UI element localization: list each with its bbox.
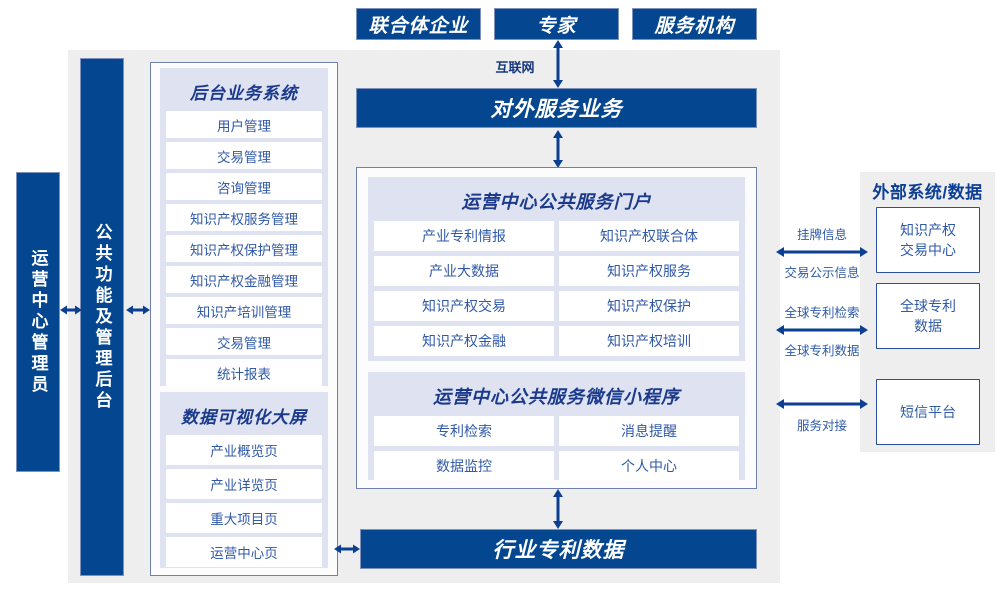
external-box-0-label: 知识产权 交易中心	[900, 221, 956, 258]
portal-item-2[interactable]: 产业大数据	[374, 256, 554, 286]
portal-item-1[interactable]: 知识产权联合体	[559, 221, 739, 251]
portal-item-0[interactable]: 产业专利情报	[374, 221, 554, 251]
miniprogram-group: 运营中心公共服务微信小程序 专利检索 消息提醒 数据监控 个人中心	[368, 372, 745, 481]
portal-item-4[interactable]: 知识产权交易	[374, 291, 554, 321]
left-actor-operations-admin: 运营中心管理员	[16, 172, 60, 472]
external-box-1[interactable]: 全球专利 数据	[876, 283, 980, 349]
backend-item-1[interactable]: 交易管理	[166, 142, 322, 169]
internet-label: 互联网	[495, 60, 535, 75]
backend-item-5[interactable]: 知识产权金融管理	[166, 266, 322, 293]
external-service-bar: 对外服务业务	[356, 88, 757, 128]
arrow-portal-to-data	[553, 489, 563, 529]
arrow-screen-to-data	[334, 544, 360, 554]
top-actor-2: 服务机构	[632, 8, 757, 40]
backend-item-6[interactable]: 知识产培训管理	[166, 297, 322, 324]
portal-group: 运营中心公共服务门户 产业专利情报 知识产权联合体 产业大数据 知识产权服务 知…	[368, 177, 745, 361]
arrow-external-1	[776, 325, 868, 335]
backend-item-2[interactable]: 咨询管理	[166, 173, 322, 200]
top-actor-1: 专家	[494, 8, 619, 40]
miniprogram-item-0[interactable]: 专利检索	[374, 416, 554, 446]
portal-item-7[interactable]: 知识产权培训	[559, 326, 739, 356]
external-panel-title: 外部系统/数据	[872, 183, 983, 202]
external-box-2[interactable]: 短信平台	[876, 379, 980, 445]
arrow-service-to-portal	[553, 130, 563, 168]
miniprogram-item-2[interactable]: 数据监控	[374, 451, 554, 481]
backend-item-8[interactable]: 统计报表	[166, 359, 322, 386]
portal-item-3[interactable]: 知识产权服务	[559, 256, 739, 286]
portal-item-5[interactable]: 知识产权保护	[559, 291, 739, 321]
external-conn-0-below: 交易公示信息	[784, 266, 860, 280]
external-conn-0-above: 挂牌信息	[796, 228, 847, 242]
backend-system-title: 后台业务系统	[190, 84, 298, 103]
external-conn-2-below: 服务对接	[796, 419, 847, 433]
portal-item-6[interactable]: 知识产权金融	[374, 326, 554, 356]
external-conn-1-below: 全球专利数据	[784, 344, 860, 358]
arrow-actor-to-backend	[60, 305, 82, 315]
miniprogram-item-3[interactable]: 个人中心	[559, 451, 739, 481]
data-screen-title: 数据可视化大屏	[181, 408, 307, 427]
backend-system-group: 后台业务系统 用户管理 交易管理 咨询管理 知识产权服务管理 知识产权保护管理 …	[160, 68, 328, 386]
portal-title: 运营中心公共服务门户	[461, 192, 652, 212]
miniprogram-title: 运营中心公共服务微信小程序	[433, 387, 680, 407]
external-box-1-label: 全球专利 数据	[900, 297, 956, 334]
data-screen-item-1[interactable]: 产业详览页	[166, 469, 322, 499]
data-screen-item-0[interactable]: 产业概览页	[166, 435, 322, 465]
external-conn-1-above: 全球专利检索	[784, 306, 860, 320]
top-actor-0: 联合体企业	[356, 8, 481, 40]
data-screen-item-3[interactable]: 运营中心页	[166, 537, 322, 567]
data-screen-group: 数据可视化大屏 产业概览页 产业详览页 重大项目页 运营中心页	[160, 392, 328, 568]
public-function-backend: 公共功能及管理后台	[80, 58, 124, 576]
miniprogram-item-1[interactable]: 消息提醒	[559, 416, 739, 446]
arrow-external-0	[776, 247, 868, 257]
backend-item-7[interactable]: 交易管理	[166, 328, 322, 355]
data-screen-item-2[interactable]: 重大项目页	[166, 503, 322, 533]
bottom-industry-patent-bar: 行业专利数据	[360, 529, 757, 569]
arrow-external-2	[776, 399, 868, 409]
backend-item-4[interactable]: 知识产权保护管理	[166, 235, 322, 262]
external-box-2-label: 短信平台	[900, 403, 956, 420]
backend-item-3[interactable]: 知识产权服务管理	[166, 204, 322, 231]
arrow-backend-to-systems	[126, 305, 150, 315]
backend-item-0[interactable]: 用户管理	[166, 111, 322, 138]
arrow-internet	[553, 40, 563, 88]
external-box-0[interactable]: 知识产权 交易中心	[876, 207, 980, 273]
